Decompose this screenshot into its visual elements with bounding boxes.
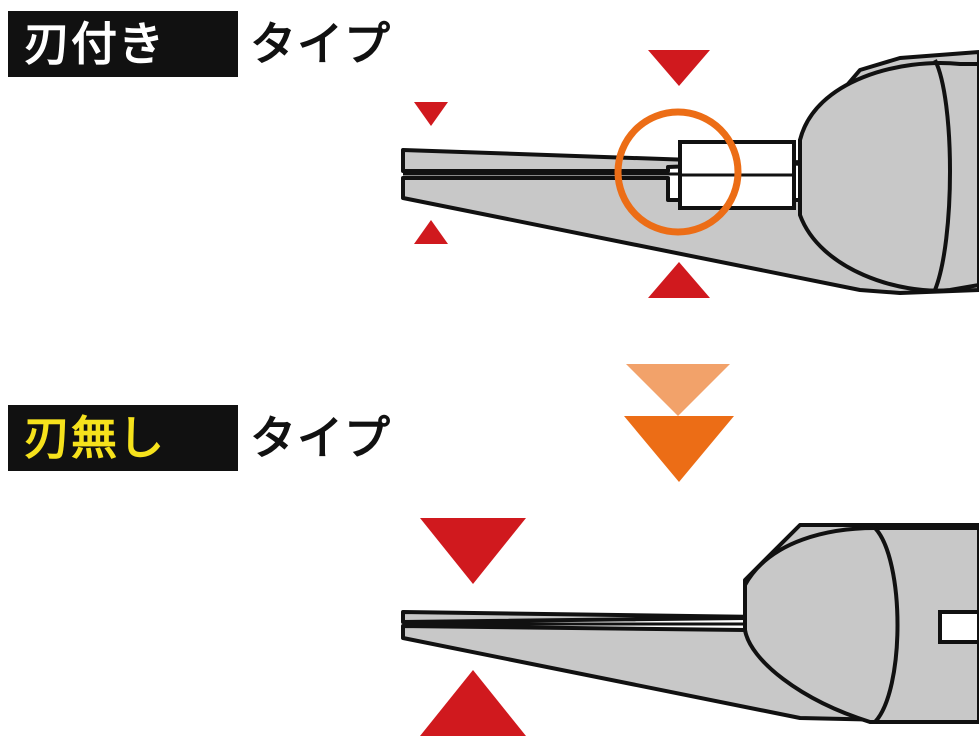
transition-arrow-dark [624,416,734,482]
tip-top-marker [414,102,448,126]
transition-arrow-light [626,364,730,416]
blade-type-badge: 刃付き [8,11,238,77]
bladeless-type-badge: 刃無し [8,405,238,471]
blade-type-suffix: タイプ [250,17,391,71]
bladeless-type-suffix: タイプ [250,411,391,465]
bladeless-pliers-joint [743,526,979,724]
tip-bottom-marker [414,220,448,244]
bladeless-pliers-slot [938,610,979,644]
bladeless-tip-top-marker [420,518,526,584]
blade-top-marker [648,50,710,86]
bladed-pliers-joint [798,61,979,293]
bladeless-type-badge-text: 刃無し [24,411,165,465]
blade-type-badge-text: 刃付き [24,17,165,71]
bladeless-pliers-handle-curve [873,526,900,724]
bladeless-tip-bottom-marker [420,670,526,736]
bladed-pliers-handle-curve [933,59,952,291]
bladed-pliers-illustration [401,50,979,295]
cutting-blade-highlight-circle [614,108,742,236]
blade-bottom-marker [648,262,710,298]
bladeless-pliers-illustration [401,523,979,724]
